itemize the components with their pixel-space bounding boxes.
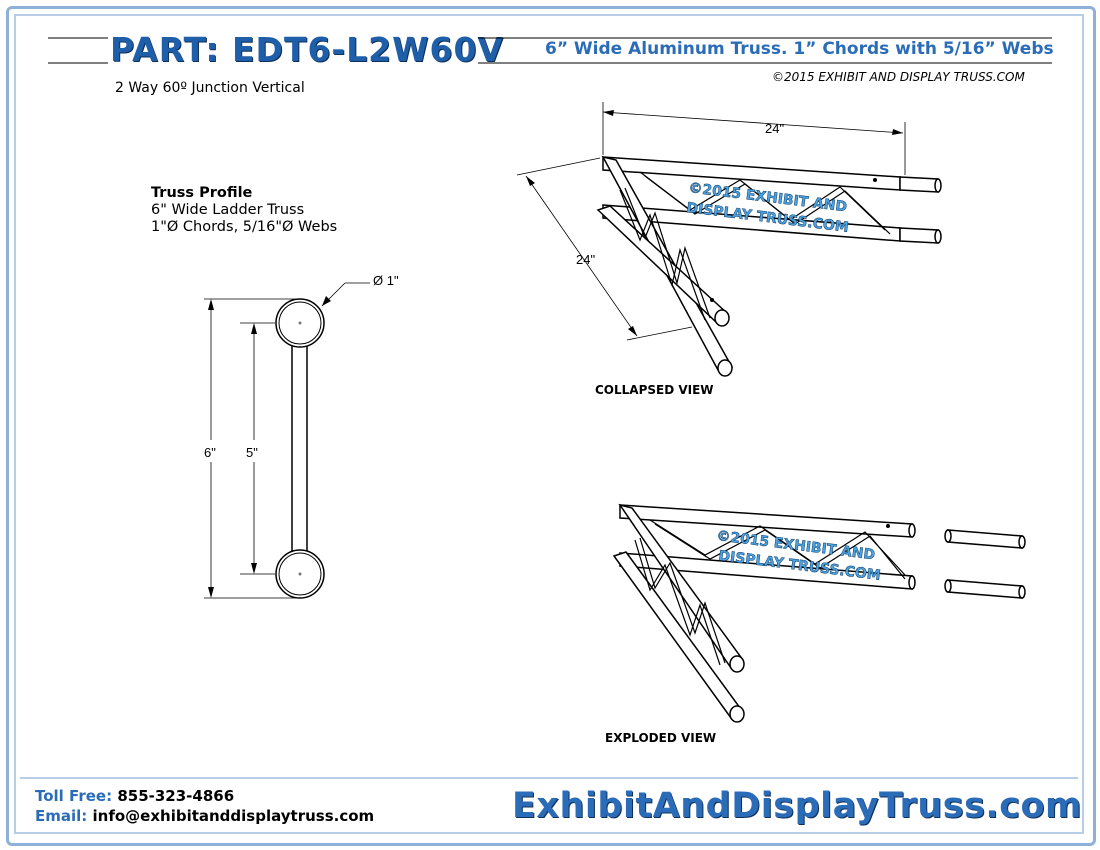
toll-free-line: Toll Free: 855-323-4866 xyxy=(35,787,234,805)
collapsed-view-label: COLLAPSED VIEW xyxy=(595,383,714,397)
inner-height-dimension-label: 5" xyxy=(246,445,258,460)
toll-free-number[interactable]: 855-323-4866 xyxy=(117,787,235,805)
collapsed-view-drawing: ©2015 EXHIBIT AND DISPLAY TRUSS.COM xyxy=(516,102,942,377)
header-rules xyxy=(48,37,1052,64)
collapsed-side-dimension-label: 24" xyxy=(576,252,596,267)
exploded-view-drawing: ©2015 EXHIBIT AND DISPLAY TRUSS.COM xyxy=(612,503,1026,723)
collapsed-top-dimension-label: 24" xyxy=(765,121,785,136)
truss-profile-line1: 6" Wide Ladder Truss xyxy=(151,202,305,218)
diameter-dimension-label: Ø 1" xyxy=(373,273,399,288)
exploded-view-label: EXPLODED VIEW xyxy=(605,731,717,745)
loose-connector-top xyxy=(947,529,1023,549)
email-address[interactable]: info@exhibitanddisplaytruss.com xyxy=(92,807,375,825)
website-link[interactable]: ExhibitAndDisplayTruss.com xyxy=(512,786,1082,826)
outer-height-dimension-label: 6" xyxy=(204,445,216,460)
truss-profile-drawing xyxy=(204,282,370,599)
part-title: PART: EDT6-L2W60V xyxy=(110,30,504,69)
toll-free-label: Toll Free: xyxy=(35,787,113,805)
email-label: Email: xyxy=(35,807,88,825)
outer-frame xyxy=(6,6,1096,846)
loose-connector-bottom xyxy=(947,579,1023,599)
inner-frame xyxy=(14,14,1084,834)
profile-top-chord-inner xyxy=(278,301,322,345)
truss-profile-text: Truss Profile 6" Wide Ladder Truss 1"Ø C… xyxy=(151,185,337,236)
email-line: Email: info@exhibitanddisplaytruss.com xyxy=(35,807,374,825)
profile-bottom-chord-inner xyxy=(278,552,322,596)
truss-profile-line2: 1"Ø Chords, 5/16"Ø Webs xyxy=(151,219,338,235)
profile-web xyxy=(291,342,308,554)
part-description: 6” Wide Aluminum Truss. 1” Chords with 5… xyxy=(545,39,1054,59)
part-subtitle: 2 Way 60º Junction Vertical xyxy=(115,80,305,96)
truss-profile-heading: Truss Profile xyxy=(151,185,253,201)
copyright-notice: ©2015 EXHIBIT AND DISPLAY TRUSS.COM xyxy=(772,70,1025,84)
